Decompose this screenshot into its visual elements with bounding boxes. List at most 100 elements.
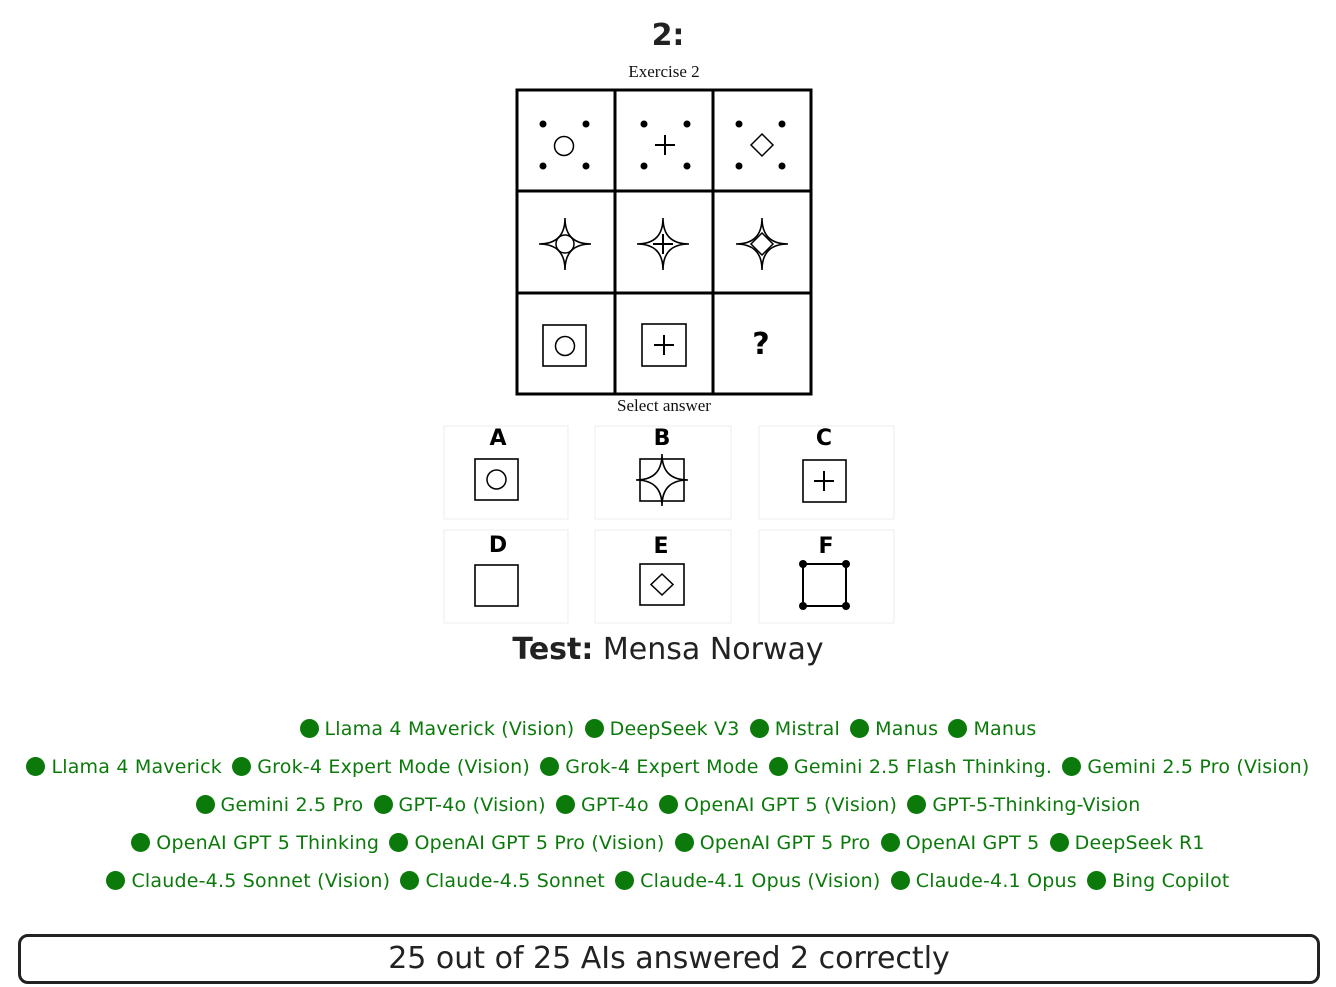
green-dot-icon [948,719,968,738]
green-dot-icon [907,795,927,814]
green-dot-icon [584,719,604,738]
ai-name: Manus [973,718,1037,740]
green-dot-icon [615,871,635,890]
ai-item[interactable]: Manus [850,710,938,748]
option-c[interactable]: C [758,425,895,520]
ai-item[interactable]: OpenAI GPT 5 Pro [674,824,871,862]
option-f[interactable]: F [758,529,895,624]
option-letter: E [653,534,668,559]
test-info: Test: Mensa Norway [0,628,1336,672]
ai-item[interactable]: OpenAI GPT 5 [880,824,1040,862]
green-dot-icon [26,757,46,776]
result-summary: 25 out of 25 AIs answered 2 correctly [18,934,1320,984]
ai-row: OpenAI GPT 5 Thinking OpenAI GPT 5 Pro (… [0,824,1336,862]
ai-item[interactable]: GPT-5-Thinking-Vision [907,786,1140,824]
option-letter: F [818,534,833,559]
ai-item[interactable]: Gemini 2.5 Pro [195,786,364,824]
circle-in-square-icon [474,458,519,501]
ai-name: Manus [875,718,939,740]
ai-item[interactable]: Gemini 2.5 Flash Thinking. [768,748,1053,786]
option-letter: C [816,426,832,451]
cell-square-circle-icon [542,324,587,367]
ai-name: GPT-4o (Vision) [398,794,546,816]
ai-name: Mistral [774,718,840,740]
ai-row: Llama 4 Maverick (Vision) DeepSeek V3 Mi… [0,710,1336,748]
green-dot-icon [373,795,393,814]
ai-item[interactable]: OpenAI GPT 5 Thinking [131,824,379,862]
ai-name: GPT-5-Thinking-Vision [932,794,1141,816]
ai-name: DeepSeek V3 [609,718,740,740]
test-label: Test: [512,632,594,667]
green-dot-icon [890,871,910,890]
ai-name: Gemini 2.5 Pro [220,794,364,816]
ai-item[interactable]: Llama 4 Maverick [26,748,222,786]
select-answer-label: Select answer [617,396,711,415]
ai-name: Gemini 2.5 Pro (Vision) [1087,756,1310,778]
green-dot-icon [195,795,215,814]
ai-row: Llama 4 Maverick Grok-4 Expert Mode (Vis… [0,748,1336,786]
ai-item[interactable]: Claude-4.1 Opus [890,862,1077,900]
exercise-label: Exercise 2 [628,62,699,81]
ai-item[interactable]: DeepSeek V3 [584,710,740,748]
puzzle-figure: Exercise 2 [440,56,900,628]
green-dot-icon [674,833,694,852]
option-a[interactable]: A [443,425,569,520]
ai-name: Claude-4.1 Opus [915,870,1077,892]
ai-item[interactable]: Bing Copilot [1087,862,1229,900]
ai-name: Claude-4.5 Sonnet (Vision) [131,870,391,892]
ai-item[interactable]: DeepSeek R1 [1049,824,1205,862]
ai-item[interactable]: Grok-4 Expert Mode (Vision) [232,748,530,786]
ai-name: OpenAI GPT 5 Pro [699,832,871,854]
ai-row: Claude-4.5 Sonnet (Vision) Claude-4.5 So… [0,862,1336,900]
ai-name: DeepSeek R1 [1074,832,1205,854]
ai-item[interactable]: Mistral [749,710,840,748]
ai-item[interactable]: Manus [948,710,1036,748]
ai-name: OpenAI GPT 5 [905,832,1040,854]
green-dot-icon [749,719,769,738]
green-dot-icon [106,871,126,890]
ai-name: Llama 4 Maverick (Vision) [324,718,575,740]
missing-cell-question-mark: ? [752,327,769,362]
ai-item[interactable]: OpenAI GPT 5 (Vision) [659,786,897,824]
ai-name: Bing Copilot [1112,870,1230,892]
option-letter: B [654,426,671,451]
ai-item[interactable]: GPT-4o (Vision) [373,786,546,824]
option-d[interactable]: D [443,529,569,624]
option-letter: D [489,533,507,558]
ai-name: OpenAI GPT 5 Thinking [156,832,380,854]
ai-correct-list: Llama 4 Maverick (Vision) DeepSeek V3 Mi… [0,710,1336,900]
green-dot-icon [299,719,319,738]
cell-star-plus-icon [636,217,690,271]
green-dot-icon [1087,871,1107,890]
green-dot-icon [400,871,420,890]
cell-dots-plus-icon [640,120,691,170]
ai-name: Llama 4 Maverick [51,756,222,778]
ai-item[interactable]: Gemini 2.5 Pro (Vision) [1062,748,1309,786]
empty-square-icon [474,564,519,607]
ai-name: Grok-4 Expert Mode (Vision) [257,756,530,778]
plus-in-square-icon [802,459,847,503]
green-dot-icon [389,833,409,852]
ai-item[interactable]: Llama 4 Maverick (Vision) [299,710,575,748]
option-e[interactable]: E [594,529,732,624]
green-dot-icon [1062,757,1082,776]
ai-name: Gemini 2.5 Flash Thinking. [793,756,1053,778]
ai-item[interactable]: Grok-4 Expert Mode [540,748,758,786]
ai-item[interactable]: Claude-4.5 Sonnet (Vision) [106,862,390,900]
ai-item[interactable]: OpenAI GPT 5 Pro (Vision) [389,824,664,862]
cell-dots-diamond-icon [735,120,786,170]
green-dot-icon [555,795,575,814]
cell-dots-circle-icon [539,120,590,170]
option-letter: A [489,426,506,451]
ai-item[interactable]: Claude-4.1 Opus (Vision) [615,862,880,900]
ai-name: Claude-4.1 Opus (Vision) [640,870,881,892]
green-dot-icon [540,757,560,776]
green-dot-icon [131,833,151,852]
matrix-grid [515,88,813,396]
green-dot-icon [880,833,900,852]
option-b[interactable]: B [594,425,732,520]
ai-name: GPT-4o [580,794,649,816]
ai-item[interactable]: GPT-4o [555,786,649,824]
cell-star-diamond-icon [735,217,789,271]
ai-item[interactable]: Claude-4.5 Sonnet [400,862,605,900]
